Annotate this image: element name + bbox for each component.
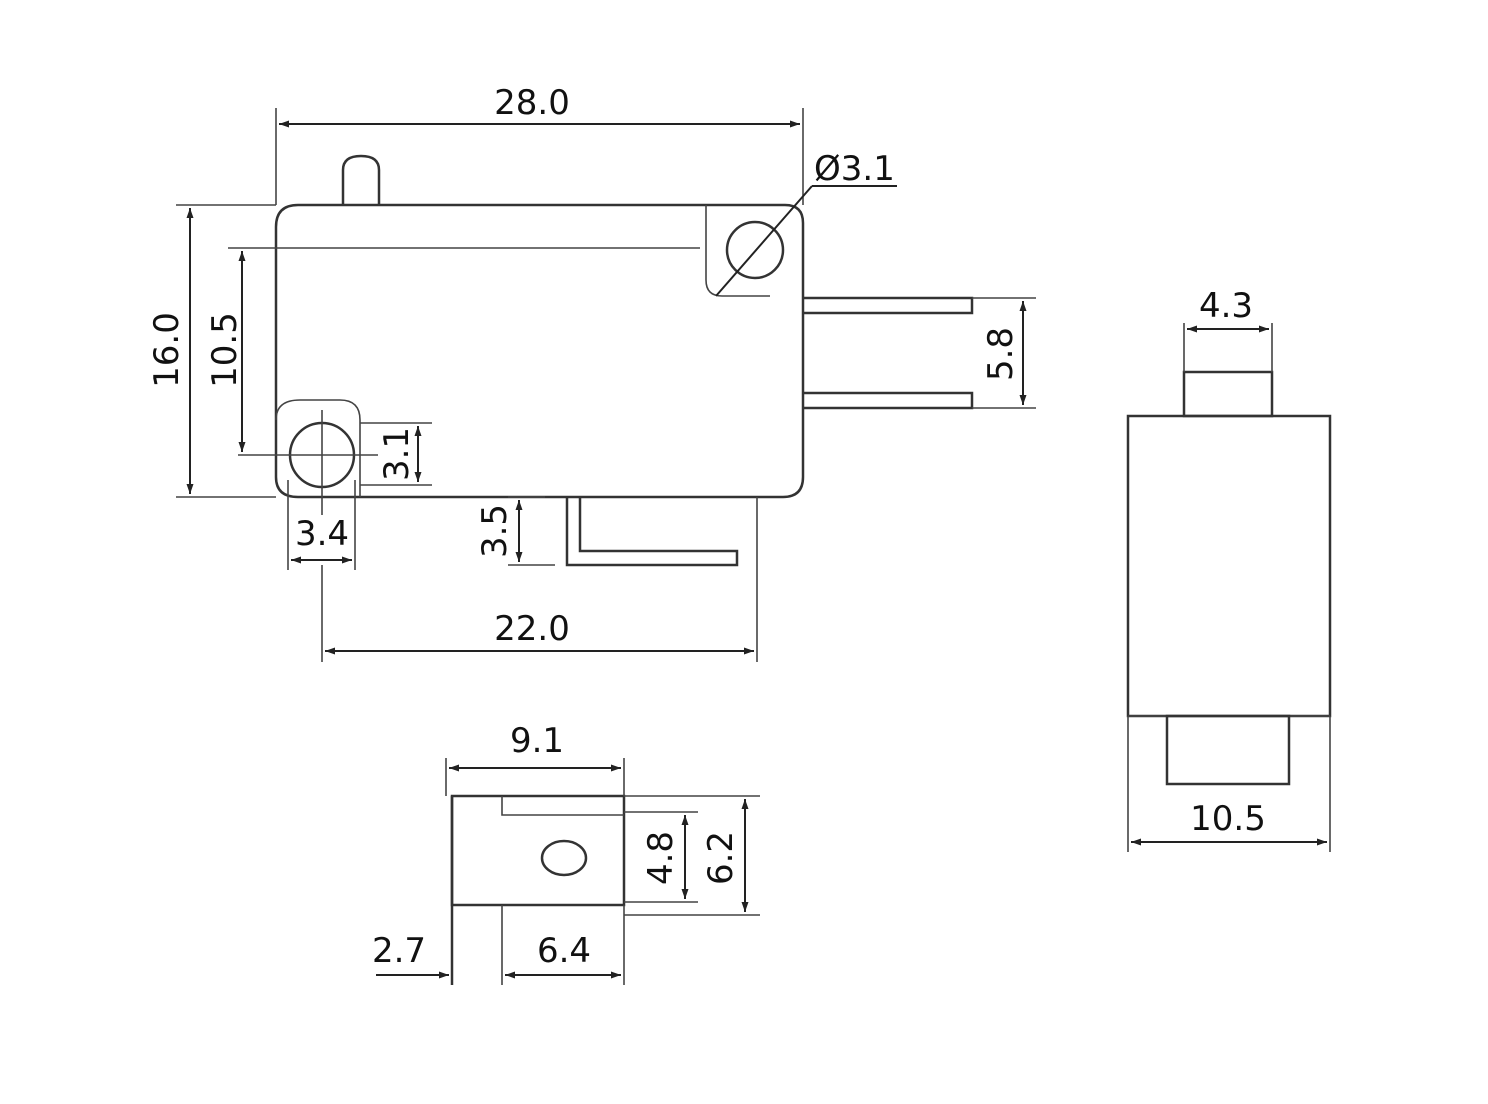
dim-terminal-thickness: 2.7 [372, 931, 426, 971]
dim-terminal-slot-height: 4.8 [641, 831, 681, 885]
front-view [238, 154, 974, 567]
terminal-detail-view [450, 794, 626, 985]
top-mounting-hole [725, 220, 785, 280]
bottom-boss-outline [275, 399, 361, 497]
dim-terminal-tab-length: 6.4 [537, 931, 591, 971]
leader-hole-diameter [715, 185, 813, 297]
terminal-detail-dimensions: 9.1 4.8 6.2 2.7 6.4 [372, 721, 760, 979]
terminal-lower [803, 391, 974, 410]
dim-terminal-height: 6.2 [701, 831, 741, 885]
dim-hole-spacing-vertical: 10.5 [205, 312, 245, 388]
side-plunger [1182, 370, 1274, 418]
side-view [1126, 370, 1332, 786]
dim-terminal-pitch: 5.8 [981, 327, 1021, 381]
terminal-bottom [565, 497, 739, 567]
dim-hole-offset: 3.4 [295, 514, 349, 554]
front-view-dimensions: 28.0 Ø3.1 16.0 10.5 3.1 3.4 3.5 22. [147, 83, 1036, 662]
dim-hole-to-bottom: 3.1 [377, 427, 417, 481]
terminal-detail-slot [501, 796, 624, 985]
side-view-dimensions: 4.3 10.5 [1127, 286, 1331, 852]
side-body [1126, 414, 1332, 718]
terminal-upper [803, 296, 974, 315]
dim-body-width: 10.5 [1190, 799, 1266, 839]
side-bottom-tab [1165, 714, 1291, 786]
dim-hole-to-terminal: 22.0 [494, 609, 570, 649]
plunger-button [341, 154, 381, 205]
dim-plunger-width: 4.3 [1199, 286, 1253, 326]
terminal-detail-hole [540, 839, 588, 877]
dim-overall-height: 16.0 [147, 312, 187, 388]
top-boss-outline [705, 205, 770, 297]
terminal-detail-outline [450, 794, 626, 907]
dim-overall-length: 28.0 [494, 83, 570, 123]
dim-lever-drop: 3.5 [475, 504, 515, 558]
dim-hole-diameter: Ø3.1 [814, 149, 895, 189]
switch-body [274, 203, 805, 499]
dim-terminal-length: 9.1 [510, 721, 564, 761]
